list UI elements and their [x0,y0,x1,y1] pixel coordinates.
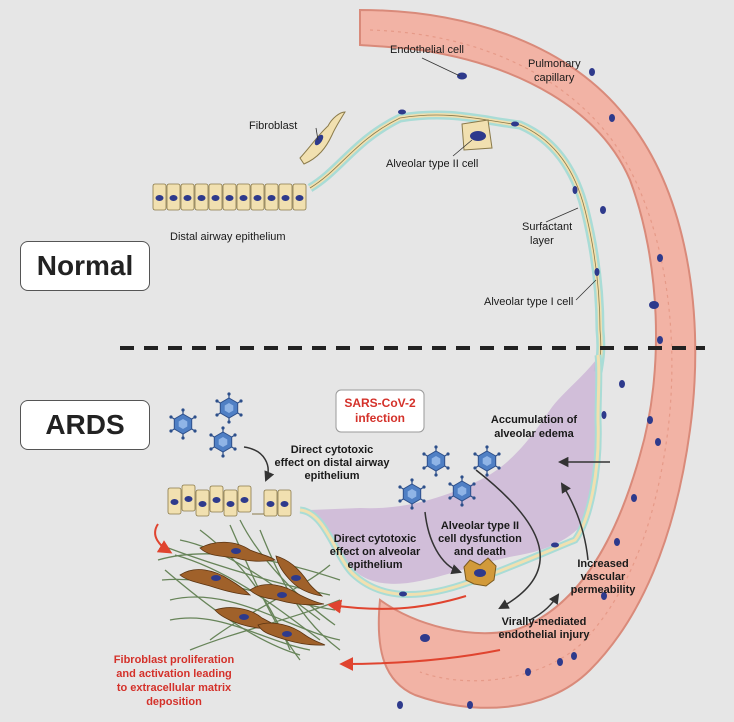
label-distal-airway-epithelium: Distal airway epithelium [170,231,286,243]
label-endothelial-injury-2: endothelial injury [498,629,590,641]
label-pulmonary-capillary-1: Pulmonary [528,58,581,70]
ards-label: ARDS [45,409,125,440]
label-fibroblast: Fibroblast [249,120,297,132]
label-permeability-2: vascular [581,571,626,583]
alveolar-type-ii-cell [461,119,493,151]
label-cytotoxic-airway-3: epithelium [304,470,359,482]
mechanism-arrows [243,446,610,621]
label-type-ii-dysfunction-1: Alveolar type II [441,520,519,532]
label-endothelial-injury-1: Virally-mediated [502,616,587,628]
label-leader-lines [315,57,597,301]
label-permeability-3: permeability [571,584,637,596]
sars-cov-2-infection-box [335,389,425,433]
label-type-ii-dysfunction-2: cell dysfunction [438,533,522,545]
label-type-ii-dysfunction-3: and death [454,546,506,558]
label-sars-cov-2-1: SARS-CoV-2 [344,396,416,410]
alveolar-edema [310,360,597,584]
ards-label-box: ARDS [20,400,150,450]
label-permeability-1: Increased [577,558,628,570]
label-alveolar-type-ii-cell: Alveolar type II cell [386,158,478,170]
label-cytotoxic-alveolar-2: effect on alveolar [330,546,421,558]
label-fibroblast-proliferation-4: deposition [146,696,202,708]
label-cytotoxic-airway-2: effect on distal airway [275,457,391,469]
fibroblast-normal [299,111,346,165]
label-cytotoxic-alveolar-1: Direct cytotoxic [334,533,417,545]
distal-airway-epithelium [152,183,307,211]
pulmonary-capillary [359,8,697,709]
label-edema-2: alveolar edema [494,428,574,440]
label-surfactant-layer-1: Surfactant [522,221,572,233]
label-edema-1: Accumulation of [491,414,578,426]
label-fibroblast-proliferation-2: and activation leading [116,668,232,680]
label-sars-cov-2-2: infection [355,411,405,425]
label-cytotoxic-alveolar-3: epithelium [347,559,402,571]
damaged-airway-epithelium [167,484,292,517]
damaged-alveolar-type-ii-cell [463,557,497,587]
label-fibroblast-proliferation-1: Fibroblast proliferation [114,654,235,666]
fibrosis-arrows [154,523,501,671]
label-cytotoxic-airway-1: Direct cytotoxic [291,444,374,456]
label-endothelial-cell: Endothelial cell [390,44,464,56]
capillary-nuclei [397,68,663,709]
label-alveolar-type-i-cell: Alveolar type I cell [484,296,573,308]
normal-label: Normal [36,250,134,281]
alveolar-wall-ards [299,354,601,596]
label-surfactant-layer-2: layer [530,235,554,247]
activated-fibroblasts [179,541,326,646]
normal-label-box: Normal [20,241,150,291]
label-fibroblast-proliferation-3: to extracellular matrix [117,682,232,694]
label-pulmonary-capillary-2: capillary [534,72,575,84]
